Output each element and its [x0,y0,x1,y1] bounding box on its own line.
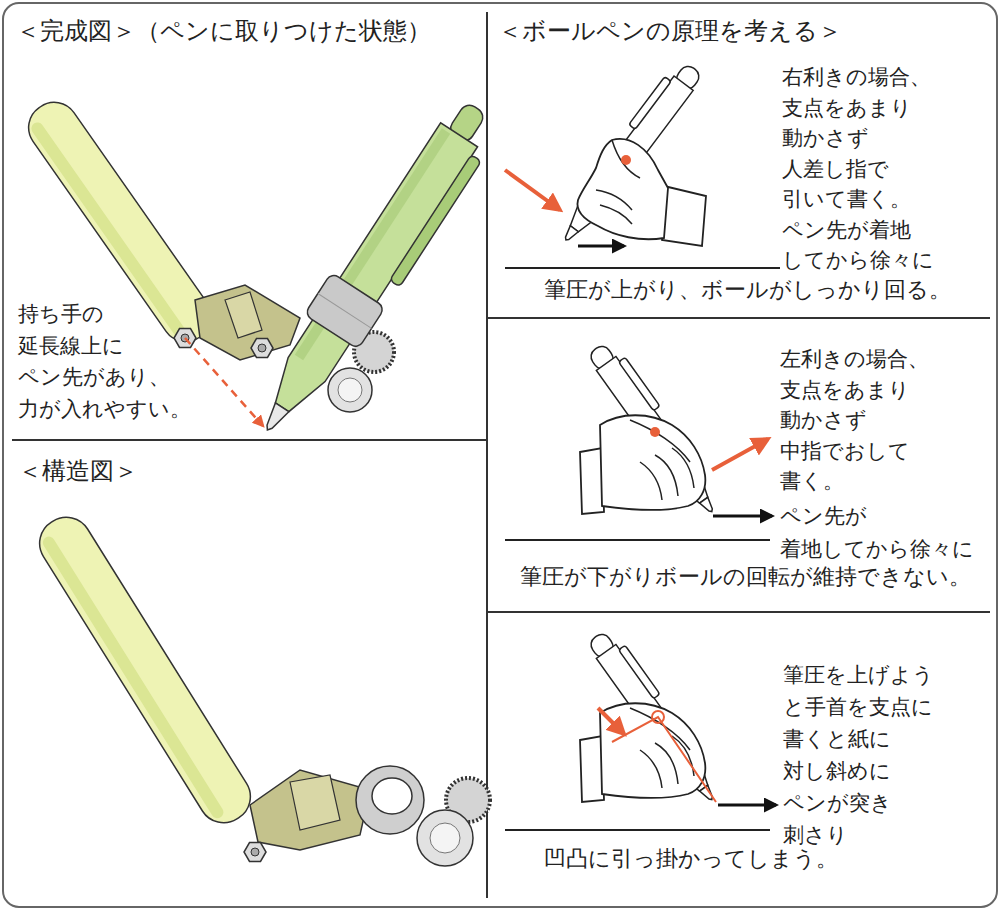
wheel-hub [338,378,362,402]
paper-line [505,829,770,831]
grip-shading [41,534,226,820]
outer-frame [3,3,997,907]
panel-title: ＜ボールペンの原理を考える＞ [498,16,842,46]
panel-note: 凹凸に引っ掛かってしまう。 [544,845,838,873]
bracket-plate [290,775,340,830]
bolt-end [251,848,259,856]
pivot-lines [612,717,716,802]
pull-arrow [505,170,560,210]
stroke-arrow [718,804,776,807]
panel-note: 筆圧が下がりボールの回転が維持できない。 [520,563,971,591]
bracket [250,770,370,850]
completed-view-panel: ＜完成図＞（ペンに取りつけた状態） 持ち手の 延長線上に ペン先があり、 力が入れ… [12,12,485,440]
right-hand-drawing [505,57,780,268]
bracket-plate [225,292,262,338]
panel-divider [12,439,487,441]
panel-note: 筆圧を上げよう と手首を支点に 書くと紙に 対し斜めに ペンが突き 刺さり [783,659,934,851]
stroke-arrow [713,515,772,518]
pen-clip [390,155,482,287]
clamp-ring-hole [372,778,412,814]
left-hand-drawing [580,626,727,807]
structure-view-panel: ＜構造図＞ [12,440,485,900]
clamp-ring [356,766,424,834]
ballpoint-pen [241,91,505,448]
bolt [244,843,266,862]
panel-title: ＜完成図＞（ペンに取りつけた状態） [16,16,431,46]
panel-note: 筆圧が上がり、ボールがしっかり回る。 [544,276,951,304]
panel-note: 右利きの場合、 支点をあまり 動かさず 人差し指で 引いて書く。 ペン先が着地 … [782,62,934,276]
grip-handle [30,508,260,832]
push-arrow [712,439,768,470]
paper-line [505,539,770,541]
hand-outline [577,139,668,239]
finger-lines [596,140,640,224]
panel-note: 左利きの場合、 支点をあまり 動かさず 中指でおして 書く。 [780,344,929,497]
bolt [251,339,273,358]
left-hand-panel [505,338,772,540]
pivot-circle [652,711,664,723]
pen-body [264,123,478,420]
force-line [185,338,263,426]
pen-tip [261,403,289,434]
right-hand-panel: 右利きの場合、 支点をあまり 動かさず 人差し指で 引いて書く。 ペン先が着地 … [487,12,987,318]
stroke-arrow [578,245,624,248]
panel-title: ＜構造図＞ [18,456,138,486]
bracket [195,285,300,360]
clamp-ring-edge [318,293,372,328]
press-arrow [598,708,624,734]
completed-assembly [19,91,504,448]
wheel-hub [430,823,460,853]
wrist-pivot-panel: 筆圧を上げよう と手首を支点に 書くと紙に 対し斜めに ペンが突き 刺さり凹凸に… [487,612,987,900]
wheel [328,368,372,412]
panel-divider [487,611,990,613]
panel-divider [487,317,990,319]
bolt-end [258,344,266,352]
panel-note: 持ち手の 延長線上に ペン先があり、 力が入れやすい。 [18,299,191,425]
structure-assembly [30,508,490,866]
principle-panel: ＜ボールペンの原理を考える＞ 右利きの場合、 支点をあまり 動かさず 人差し指で … [487,12,987,900]
panel-note: ペン先が 着地してから徐々に [780,500,974,566]
left-hand-panel: 左利きの場合、 支点をあまり 動かさず 中指でおして 書く。ペン先が 着地してか… [487,318,987,612]
wrist-pivot-panel [505,626,776,830]
pivot-dot [621,155,631,165]
clamp-ring [304,272,385,349]
panel-divider [486,12,488,898]
sleeve-cuff [662,186,706,246]
paper-line [505,267,780,269]
pivot-dot [650,427,660,437]
pen-tip [562,226,578,243]
pen-clip [629,77,671,130]
wheel [417,810,473,866]
left-hand-drawing [580,338,727,519]
